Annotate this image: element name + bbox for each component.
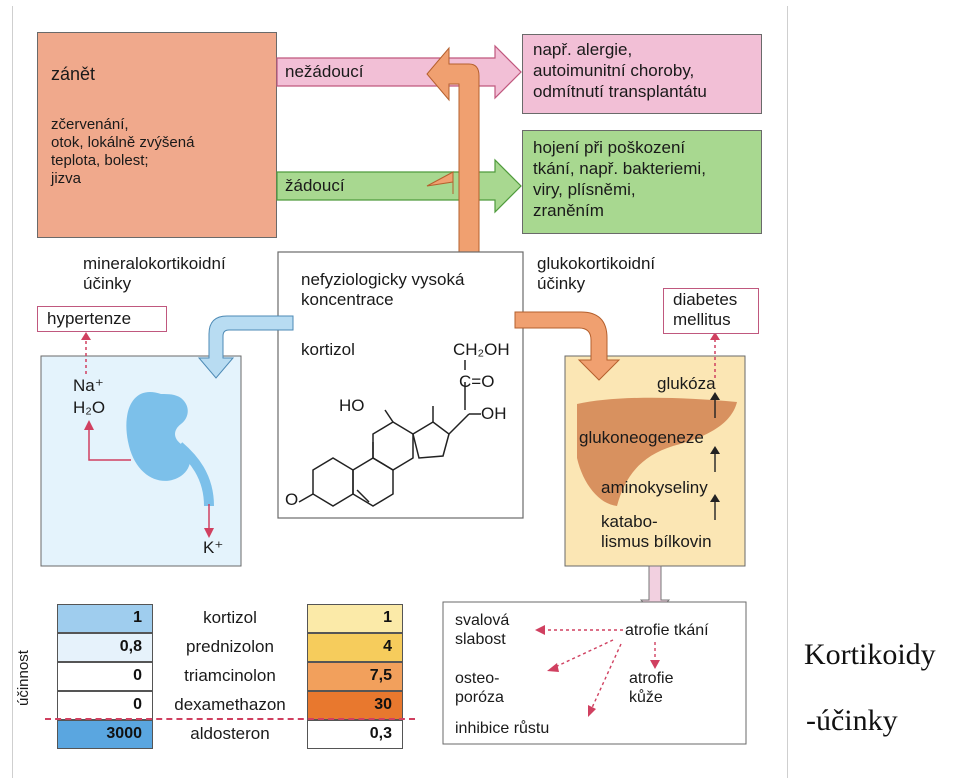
diabetes-head [710,332,720,340]
to-bone-head [547,663,559,672]
orange-branch-lower-head [426,171,454,194]
desired-line-2: tkání, např. bakteriemi, [533,159,706,178]
inflammation-title: zánět [51,64,96,84]
gluco-value-dexamethasone: 30 [307,691,403,720]
gluco-value-triamcinolone: 7,5 [307,662,403,691]
drug-cortisol: kortizol [203,608,257,627]
tissue-effects-box [442,601,747,745]
skin-label-2: kůže [629,689,663,706]
symptom-line-3: teplota, bolest; [51,152,149,169]
hypertension-label: hypertenze [47,309,132,328]
cortisol-structure [298,360,481,507]
diabetes-label-1: diabetes [673,290,738,309]
to-bone-line [552,639,614,669]
undesired-line-1: např. alergie, [533,40,633,59]
mineral-heading-2: účinky [83,274,132,293]
kidney-shape [126,392,191,481]
water-label: H₂O [73,398,106,417]
symptom-line-1: zčervenání, [51,116,129,133]
inflammation-box [37,32,277,238]
potassium-label: K⁺ [203,538,224,557]
pathway-catabolism-2: lismus bílkovin [601,532,712,551]
diabetes-label-2: mellitus [673,310,731,329]
desired-effects-box [522,130,762,234]
drug-dexamethasone: dexamethazon [174,695,286,714]
liver-shape [577,397,737,506]
formula-ho: HO [339,396,365,415]
undesired-effects-box [522,34,762,114]
pathway-head-3 [710,494,720,502]
muscle-label-1: svalová [455,612,510,629]
diagram-graphics [40,44,747,745]
pathway-catabolism-1: katabo- [601,512,658,531]
drug-triamcinolone: triamcinolon [184,666,276,685]
gluco-value-cortisol: 1 [307,604,403,633]
potassium-head [204,528,214,538]
formula-oh: OH [481,404,507,423]
slide-subtitle: -účinky [806,704,898,737]
formula-co: C=O [459,372,495,391]
formula-o: O [285,490,299,509]
hypertension-box [37,306,167,332]
concentration-line-1: nefyziologicky vysoká [301,270,465,289]
desired-line-1: hojení při poškození [533,138,686,157]
mineral-value-triamcinolone: 0 [57,662,153,691]
ureter [175,442,214,507]
mineral-heading-1: mineralokortikoidní [83,254,226,273]
threshold-dashed-line [45,718,415,720]
slide-title: Kortikoidy [804,638,936,671]
drug-prednisolone: prednizolon [186,637,274,656]
symptom-line-4: jizva [51,170,82,187]
mineral-value-dexamethasone: 0 [57,691,153,720]
undesired-label: nežádoucí [285,62,364,81]
bone-label-2: poróza [455,689,504,706]
potency-axis-label: účinnost [15,650,32,706]
pathway-head-2 [710,446,720,454]
kidney-outflow-line [88,426,131,461]
desired-label: žádoucí [285,176,345,195]
formula-ch2oh: CH₂OH [453,340,510,359]
growth-label: inhibice růstu [455,720,550,737]
muscle-label-2: slabost [455,631,506,648]
to-skin-head [650,660,660,669]
concentration-line-2: koncentrace [301,290,394,309]
pathway-glucose: glukóza [657,374,716,393]
kidney-outflow-head [84,420,94,430]
orange-branch-arrow [426,46,480,265]
pathway-gluconeogenesis: glukoneogeneze [579,428,704,447]
to-growth-line [590,643,622,711]
undesired-line-3: odmítnutí transplantátu [533,82,707,101]
diabetes-box [663,288,759,334]
pathway-amino-acids: aminokyseliny [601,478,708,497]
gluco-arrow [514,311,621,381]
mineral-value-aldosterone: 3000 [57,720,153,749]
mineral-value-cortisol: 1 [57,604,153,633]
atrophy-label: atrofie tkání [625,622,709,639]
symptom-line-2: otok, lokálně zvýšená [51,134,195,151]
gluco-heading-2: účinky [537,274,586,293]
pathway-head-1 [710,392,720,400]
gluco-value-aldosterone: 0,3 [307,720,403,749]
hypertension-head [81,332,91,340]
cortisol-box [277,251,524,519]
undesired-line-2: autoimunitní choroby, [533,61,695,80]
skin-label-1: atrofie [629,670,674,687]
mineral-value-prednisolone: 0,8 [57,633,153,662]
sodium-label: Na⁺ [73,376,104,395]
gluco-heading-1: glukokortikoidní [537,254,656,273]
to-muscle-head [535,625,545,635]
bone-label-1: osteo- [455,670,500,687]
cortisol-label: kortizol [301,340,355,359]
to-growth-head [588,705,596,717]
gluco-value-prednisolone: 4 [307,633,403,662]
diagram-panel: zánět zčervenání, otok, lokálně zvýšená … [12,6,788,778]
desired-line-4: zraněním [533,201,604,220]
desired-line-3: viry, plísněmi, [533,180,636,199]
drug-aldosterone: aldosteron [190,724,270,743]
mineral-arrow [197,315,294,379]
